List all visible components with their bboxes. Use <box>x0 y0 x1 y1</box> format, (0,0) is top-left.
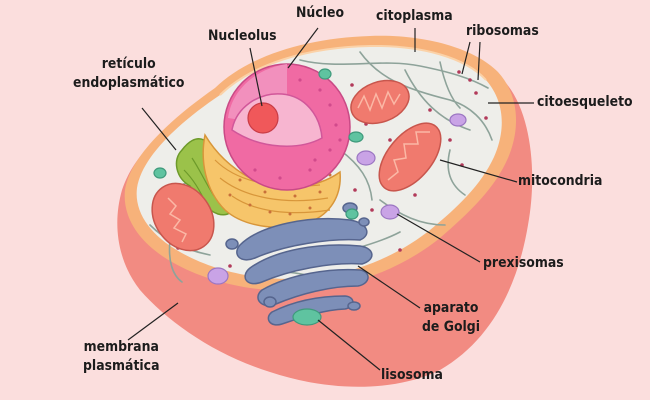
label-membrana-plasmatica: membrana plasmática <box>83 338 159 376</box>
cytoskeleton-filaments <box>149 51 493 283</box>
label-lisosoma: lisosoma <box>381 367 443 383</box>
label-reticulo-endoplasmatico: retículo endoplasmático <box>73 55 184 93</box>
leader-nucleolus <box>249 47 263 107</box>
leader-ribosomas-2 <box>477 41 481 81</box>
leader-prexisomas <box>396 213 481 263</box>
label-prexisomas: prexisomas <box>483 255 564 271</box>
peroxisomes <box>207 113 467 285</box>
label-mitocondria: mitocondria <box>518 173 603 189</box>
lysosomes <box>153 68 364 326</box>
leader-lines <box>127 27 534 371</box>
nucleolus <box>247 102 279 134</box>
leader-nucleo <box>287 27 319 69</box>
label-aparato-line1: aparato <box>423 300 479 316</box>
mitochondrion-top <box>350 79 410 125</box>
label-nucleo: Núcleo <box>296 5 345 21</box>
label-aparato-line2: de Golgi <box>422 319 481 335</box>
leader-ribosomas-1 <box>461 41 471 75</box>
label-nucleolus: Nucleolus <box>208 28 277 44</box>
membrane-highlight <box>219 44 487 96</box>
label-ribosomas: ribosomas <box>466 23 539 39</box>
label-membrana-line1: membrana <box>83 339 159 355</box>
leader-membrana <box>127 302 179 341</box>
label-reticulo-line1: retículo <box>101 56 156 72</box>
label-aparato-de-golgi: aparato de Golgi <box>422 299 480 337</box>
label-citoesqueleto: citoesqueleto <box>537 94 633 110</box>
mitochondrion-left <box>151 182 215 252</box>
leader-reticulo <box>141 107 177 151</box>
golgi-apparatus <box>225 202 373 326</box>
label-reticulo-line2: endoplasmático <box>73 75 185 91</box>
mitochondrion-right <box>378 122 442 192</box>
leader-golgi <box>357 265 421 309</box>
label-citoplasma: citoplasma <box>376 8 453 24</box>
label-membrana-line2: plasmática <box>83 358 160 374</box>
leader-lisosoma <box>317 319 381 371</box>
leader-mitocondria <box>439 159 518 183</box>
nucleus <box>223 63 351 191</box>
